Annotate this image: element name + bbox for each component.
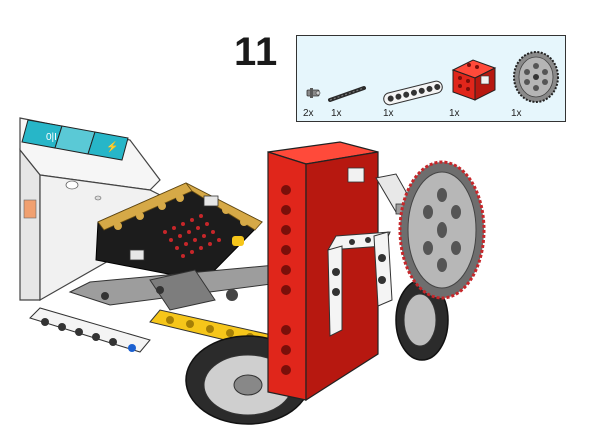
parts-list-box: 2x 1x 1x: [296, 35, 566, 122]
white-beam-bottom: [29, 307, 151, 353]
step-number: 11: [234, 30, 279, 74]
part-qty-motor: 1x: [449, 108, 460, 119]
microbit-board: [95, 182, 263, 282]
big-gear: [398, 160, 486, 300]
svg-text:0|I: 0|I: [46, 132, 57, 143]
part-qty-axle: 1x: [331, 108, 342, 119]
axle-icon: [327, 84, 367, 104]
svg-text:⚡: ⚡: [106, 140, 118, 153]
red-motor-block: [267, 141, 379, 402]
motor-block-icon: [447, 56, 499, 104]
pin-connector-icon: [305, 84, 321, 102]
part-qty-pin: 2x: [303, 108, 314, 119]
gear-icon: [511, 50, 561, 104]
part-qty-beam: 1x: [383, 108, 394, 119]
part-qty-gear: 1x: [511, 108, 522, 119]
white-l-beam: [327, 231, 393, 337]
beam-icon: [381, 80, 445, 106]
